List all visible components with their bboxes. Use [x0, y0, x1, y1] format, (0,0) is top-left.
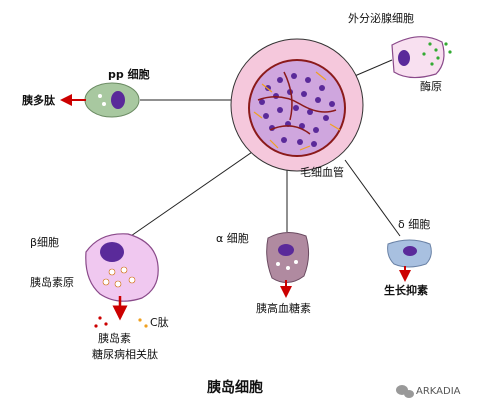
insulin-label: 胰岛素: [98, 331, 131, 345]
c-peptide-label: C肽: [150, 315, 169, 329]
pancreatic-polypeptide-label: 胰多肽: [21, 93, 56, 107]
proinsulin-label: 胰岛素原: [30, 275, 74, 289]
alpha-cell-label: α 细胞: [216, 232, 249, 245]
exocrine-cell: 外分泌腺细胞 酶原: [348, 11, 452, 93]
diabetes-peptide-label: 糖尿病相关肽: [92, 347, 158, 361]
pp-cell-label: pp 细胞: [108, 67, 150, 81]
alpha-cell: α 细胞 胰高血糖素: [216, 232, 311, 315]
diagram-title: 胰岛细胞: [207, 379, 263, 396]
somatostatin-label: 生长抑素: [384, 283, 428, 297]
beta-cell-label: β细胞: [30, 236, 59, 249]
delta-cell-label: δ 细胞: [398, 218, 430, 231]
capillary-label: 毛细血管: [300, 165, 344, 179]
capillary-lines: [257, 71, 337, 135]
islet: [230, 38, 364, 172]
beta-cell: β细胞 胰岛素原 C肽 胰岛素 糖尿病相关肽: [30, 233, 169, 361]
pp-cell: pp 细胞 胰多肽: [21, 67, 150, 118]
zymogen-label: 酶原: [420, 80, 442, 93]
delta-cell: δ 细胞 生长抑素: [384, 218, 432, 297]
exocrine-cell-label: 外分泌腺细胞: [348, 11, 414, 25]
orange-fibers: [253, 71, 341, 151]
watermark-text: ARKADIA: [416, 386, 461, 397]
watermark: ARKADIA: [396, 385, 461, 398]
wechat-icon: [396, 385, 414, 398]
connector-lines: [127, 59, 401, 239]
glucagon-label: 胰高血糖素: [256, 301, 311, 315]
